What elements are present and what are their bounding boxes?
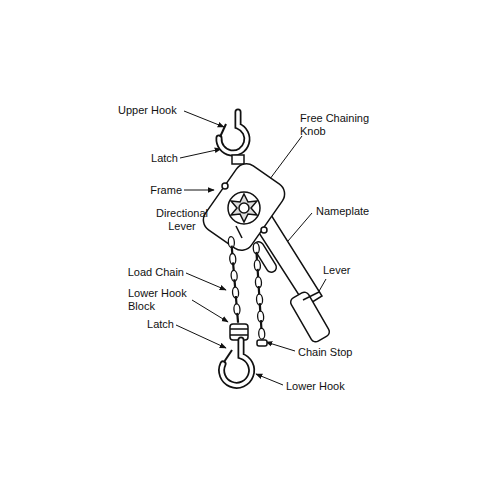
lever-part <box>289 290 331 343</box>
frame <box>199 159 290 255</box>
lower-hook-block-part <box>230 328 248 330</box>
lower-hook-block-part <box>230 334 248 336</box>
free-chaining-knob-part <box>231 194 257 222</box>
upper-hook <box>219 112 247 164</box>
part-label: Latch <box>142 152 178 165</box>
lever-part <box>303 292 319 300</box>
free-chaining-knob-part <box>239 203 249 213</box>
part-label: Frame <box>142 184 182 197</box>
leader-lines-part <box>192 300 228 322</box>
part-label: Lever <box>323 264 373 277</box>
leader-lines-part <box>256 374 283 385</box>
frame-part <box>222 183 228 189</box>
free-chaining-knob <box>228 192 260 238</box>
part-label: Latch <box>138 318 174 331</box>
chain-links-part <box>258 328 265 339</box>
part-label: Free Chaining Knob <box>300 112 380 138</box>
part-label: Lower Hook <box>286 380 356 393</box>
upper-hook-part <box>219 112 247 153</box>
leader-lines <box>176 111 326 385</box>
part-label: Directional Lever <box>150 207 214 233</box>
lower-hook-part <box>222 340 252 385</box>
free-chaining-knob-part <box>228 192 260 224</box>
part-label: Upper Hook <box>118 104 188 117</box>
part-label: Load Chain <box>120 266 184 279</box>
lever <box>252 210 331 344</box>
part-label: Chain Stop <box>298 346 368 359</box>
leader-lines-part <box>184 190 214 191</box>
lower-hook <box>222 340 252 385</box>
lower-hook-part <box>222 340 252 385</box>
leader-lines-part <box>186 273 226 290</box>
leader-lines-part <box>180 149 221 158</box>
chain-links <box>228 236 265 339</box>
upper-hook-part <box>232 155 244 164</box>
upper-hook-part <box>220 124 226 137</box>
lever-part <box>252 240 278 274</box>
free-chaining-knob-part <box>236 226 242 238</box>
leader-lines-part <box>184 111 224 127</box>
part-label: Nameplate <box>316 205 386 218</box>
lower-hook-part <box>224 350 232 362</box>
chain-links-part <box>236 313 239 323</box>
upper-hook-part <box>219 112 247 153</box>
chain-stop-part <box>257 340 267 346</box>
leader-lines-part <box>266 342 295 351</box>
frame-part <box>261 227 267 233</box>
leader-lines-part <box>176 325 226 348</box>
chain-stop <box>257 340 267 346</box>
frame-part <box>199 159 290 255</box>
part-label: Lower Hook Block <box>128 287 190 313</box>
